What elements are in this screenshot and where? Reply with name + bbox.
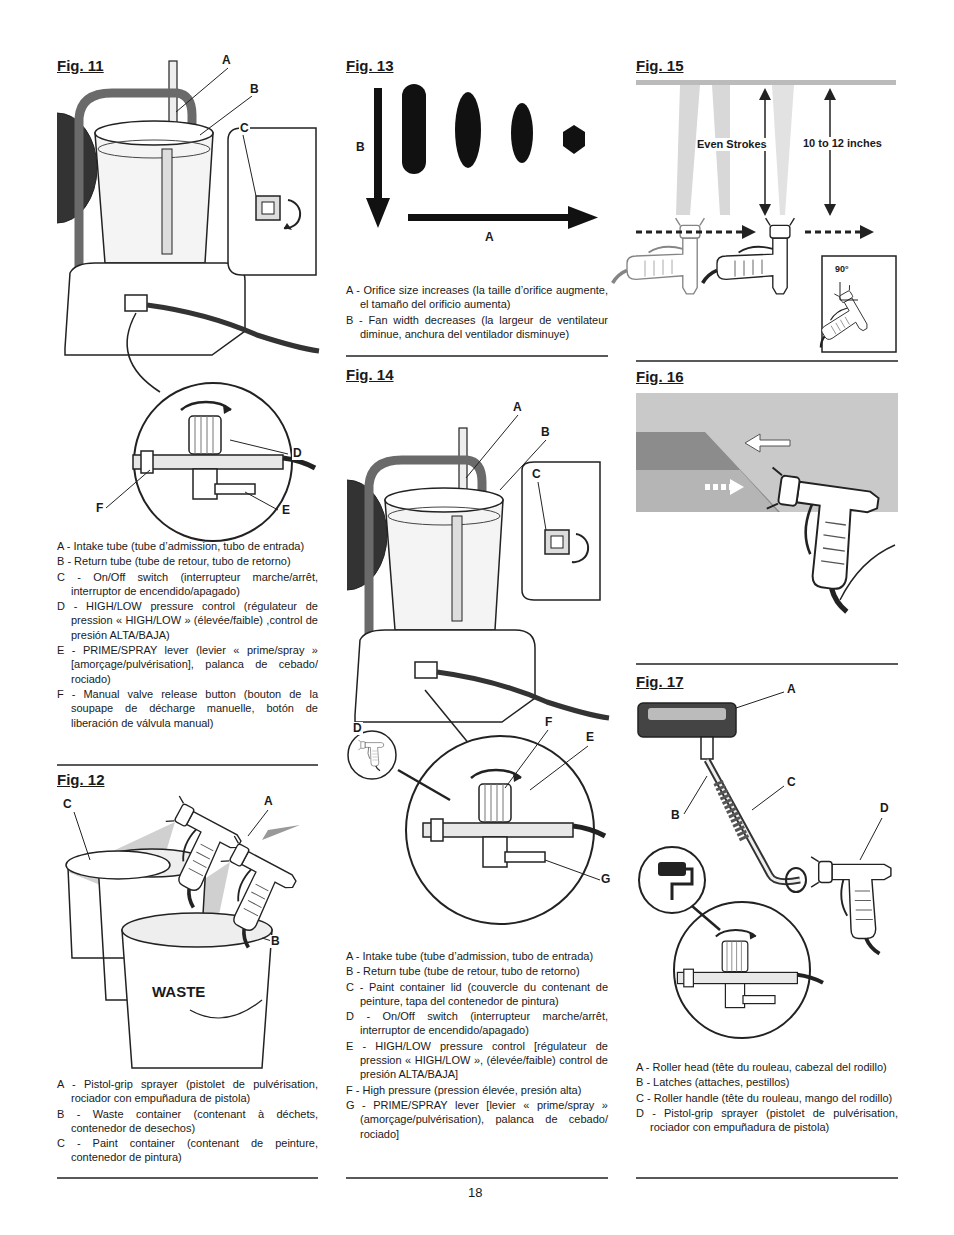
callout-letter: F: [544, 716, 553, 729]
callout-letter: A: [484, 231, 495, 244]
legend-item: F - Manual valve release button (bouton …: [57, 687, 318, 730]
callout-letter: B: [249, 83, 260, 96]
callout-letter: B: [355, 141, 366, 154]
callout-letter: B: [670, 809, 681, 822]
figure-title: Fig. 16: [636, 368, 684, 385]
legend-item: B - Return tube (tube de retour, tubo de…: [346, 964, 608, 978]
callout-letter: E: [585, 731, 595, 744]
legend-item: A - Orifice size increases (la taille d’…: [346, 283, 608, 312]
figure-title: Fig. 17: [636, 673, 684, 690]
callout-letter: G: [600, 873, 611, 886]
figure-title: Fig. 12: [57, 771, 105, 788]
angle-label: 90°: [835, 264, 849, 274]
legend-item: C - Roller handle (tête du rouleau, mang…: [636, 1091, 898, 1105]
legend-item: C - Paint container lid (couvercle du co…: [346, 980, 608, 1009]
legend-item: D - On/Off switch (interrupteur marche/a…: [346, 1009, 608, 1038]
container-label: WASTE: [152, 984, 205, 1000]
callout-letter: D: [292, 447, 303, 460]
callout-letter: B: [540, 426, 551, 439]
callout-letter: A: [221, 54, 232, 67]
legend-item: B - Waste container (contenant à déchets…: [57, 1107, 318, 1136]
legend-item: B - Return tube (tube de retour, tubo de…: [57, 554, 318, 568]
callout-letter: C: [786, 776, 797, 789]
figure-title: Fig. 13: [346, 57, 394, 74]
figure-title: Fig. 14: [346, 366, 394, 383]
callout-letter: C: [239, 122, 250, 135]
legend-item: B - Latches (attaches, pestillos): [636, 1075, 898, 1089]
legend-item: G - PRIME/SPRAY lever [levier « prime/sp…: [346, 1098, 608, 1141]
legend-item: B - Fan width decreases (la largeur de v…: [346, 313, 608, 342]
legend-item: E - PRIME/SPRAY lever (levier « prime/sp…: [57, 643, 318, 686]
callout-letter: A: [263, 795, 274, 808]
legend-item: C - Paint container (contenant de peintu…: [57, 1136, 318, 1165]
legend-item: A - Intake tube (tube d’admission, tubo …: [57, 539, 318, 553]
legend-item: D - Pistol-grip sprayer (pistolet de pul…: [636, 1106, 898, 1135]
legend-item: F - High pressure (pression élevée, pres…: [346, 1083, 608, 1097]
figure-title: Fig. 15: [636, 57, 684, 74]
callout-letter: F: [95, 502, 104, 515]
figure-title: Fig. 11: [57, 57, 104, 74]
callout-letter: C: [531, 468, 542, 481]
legend-item: A - Intake tube (tube d’admission, tubo …: [346, 949, 608, 963]
callout-letter: A: [512, 401, 523, 414]
dimension-label: Even Strokes: [696, 138, 768, 151]
callout-letter: C: [62, 798, 73, 811]
callout-letter: B: [270, 935, 281, 948]
legend-item: A - Roller head (tête du rouleau, cabeza…: [636, 1060, 898, 1074]
legend-item: E - HIGH/LOW pressure control [régulateu…: [346, 1039, 608, 1082]
page-number: 18: [468, 1185, 482, 1200]
legend-item: A - Pistol-grip sprayer (pistolet de pul…: [57, 1077, 318, 1106]
callout-letter: E: [281, 504, 291, 517]
callout-letter: D: [879, 802, 890, 815]
legend-item: C - On/Off switch (interrupteur marche/a…: [57, 570, 318, 599]
callout-letter: D: [352, 722, 363, 735]
callout-letter: A: [786, 683, 797, 696]
legend-item: D - HIGH/LOW pressure control (régulateu…: [57, 599, 318, 642]
dimension-label: 10 to 12 inches: [802, 137, 883, 150]
